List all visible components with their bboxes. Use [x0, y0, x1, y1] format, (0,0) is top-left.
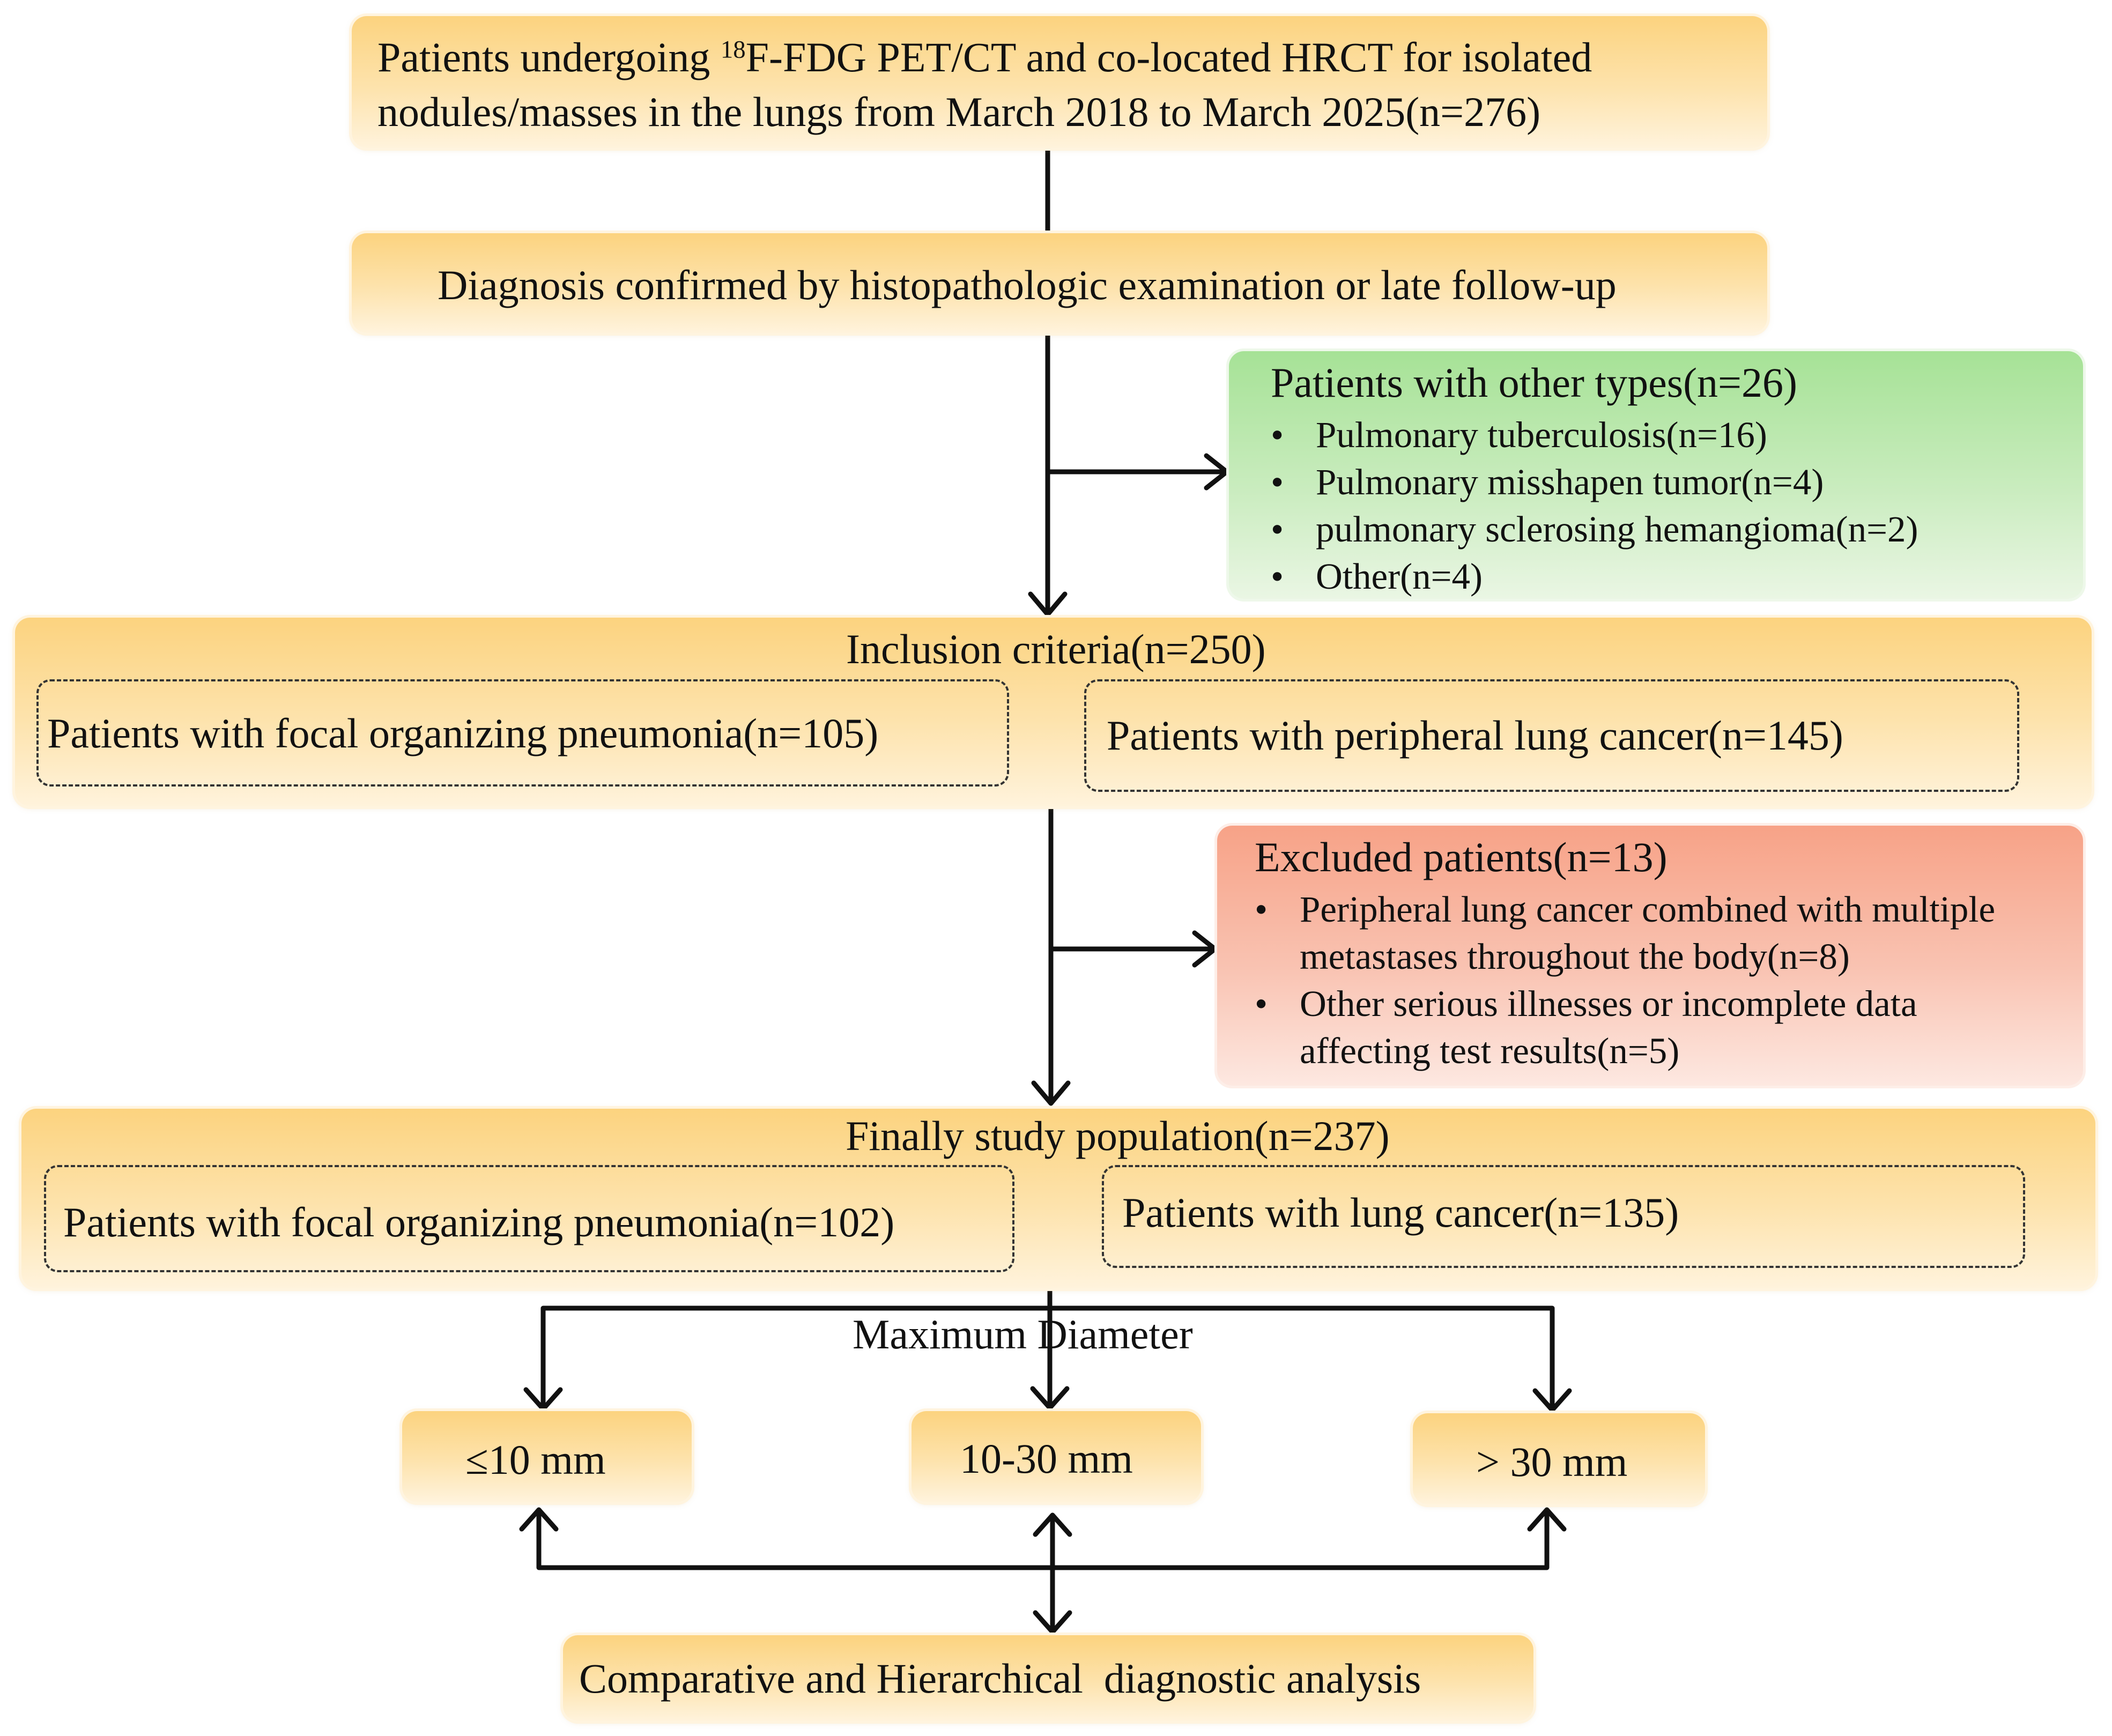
other-types-box: Patients with other types(n=26) Pulmonar…: [1229, 351, 2083, 600]
list-item: Pulmonary tuberculosis(n=16): [1271, 411, 1918, 458]
arrowhead-other-types: [1204, 453, 1229, 491]
arrowhead-inclusion: [1028, 591, 1068, 617]
arrowhead-up-right: [1527, 1507, 1567, 1532]
diameter-group-large: > 30 mm: [1413, 1413, 1705, 1504]
source-population-line1: Patients undergoing 18F-FDG PET/CT and c…: [377, 34, 1592, 80]
diagnosis-text: Diagnosis confirmed by histopathologic e…: [438, 262, 1617, 308]
excluded-patients-list: Peripheral lung cancer combined with mul…: [1255, 886, 1995, 1074]
analysis-box: Comparative and Hierarchical diagnostic …: [563, 1635, 1533, 1721]
final-population-title: Finally study population(n=237): [846, 1112, 1390, 1159]
inclusion-right-text: Patients with peripheral lung cancer(n=1…: [1107, 712, 1843, 759]
list-item: pulmonary sclerosing hemangioma(n=2): [1271, 506, 1918, 553]
final-right-group: Patients with lung cancer(n=135): [1102, 1165, 2025, 1268]
diameter-group-medium-label: 10-30 mm: [960, 1435, 1133, 1482]
analysis-text: Comparative and Hierarchical diagnostic …: [579, 1655, 1421, 1702]
list-item: Pulmonary misshapen tumor(n=4): [1271, 458, 1918, 506]
final-left-group: Patients with focal organizing pneumonia…: [44, 1165, 1014, 1272]
connector-groups-bar: [540, 1305, 1555, 1411]
diameter-group-large-label: > 30 mm: [1476, 1438, 1628, 1485]
inclusion-left-group: Patients with focal organizing pneumonia…: [36, 679, 1009, 787]
arrowhead-left-group: [523, 1387, 563, 1412]
connector-bottom-bar: [536, 1509, 1550, 1570]
list-item: Other(n=4): [1271, 553, 1918, 600]
inclusion-criteria-box: Inclusion criteria(n=250) Patients with …: [15, 618, 2092, 806]
inclusion-criteria-title: Inclusion criteria(n=250): [846, 626, 1266, 672]
inclusion-left-text: Patients with focal organizing pneumonia…: [47, 710, 879, 756]
arrowhead-final: [1031, 1080, 1071, 1106]
diameter-group-medium: 10-30 mm: [912, 1411, 1201, 1502]
excluded-patients-title: Excluded patients(n=13): [1255, 834, 1668, 880]
maximum-diameter-label: Maximum Diameter: [853, 1311, 1193, 1357]
source-population-box: Patients undergoing 18F-FDG PET/CT and c…: [352, 16, 1767, 148]
arrowhead-mid-group: [1030, 1386, 1070, 1411]
diameter-group-small: ≤10 mm: [402, 1411, 692, 1502]
excluded-patients-box: Excluded patients(n=13) Peripheral lung …: [1217, 826, 2083, 1086]
final-population-box: Finally study population(n=237) Patients…: [21, 1109, 2095, 1288]
arrowhead-analysis: [1033, 1610, 1072, 1635]
list-item: Peripheral lung cancer combined with mul…: [1255, 886, 1995, 980]
final-right-text: Patients with lung cancer(n=135): [1122, 1189, 1679, 1236]
other-types-list: Pulmonary tuberculosis(n=16) Pulmonary m…: [1271, 411, 1918, 600]
other-types-title: Patients with other types(n=26): [1271, 359, 1798, 406]
list-item: Other serious illnesses or incomplete da…: [1255, 980, 1995, 1074]
arrowhead-up-mid: [1033, 1512, 1072, 1537]
arrowhead-excluded: [1192, 930, 1218, 968]
diagnosis-box: Diagnosis confirmed by histopathologic e…: [352, 233, 1767, 333]
arrowhead-up-left: [519, 1507, 559, 1532]
diameter-group-small-label: ≤10 mm: [465, 1436, 606, 1483]
source-population-line2: nodules/masses in the lungs from March 2…: [377, 88, 1541, 135]
arrowhead-right-group: [1532, 1388, 1572, 1413]
inclusion-right-group: Patients with peripheral lung cancer(n=1…: [1084, 679, 2019, 792]
final-left-text: Patients with focal organizing pneumonia…: [63, 1199, 895, 1245]
